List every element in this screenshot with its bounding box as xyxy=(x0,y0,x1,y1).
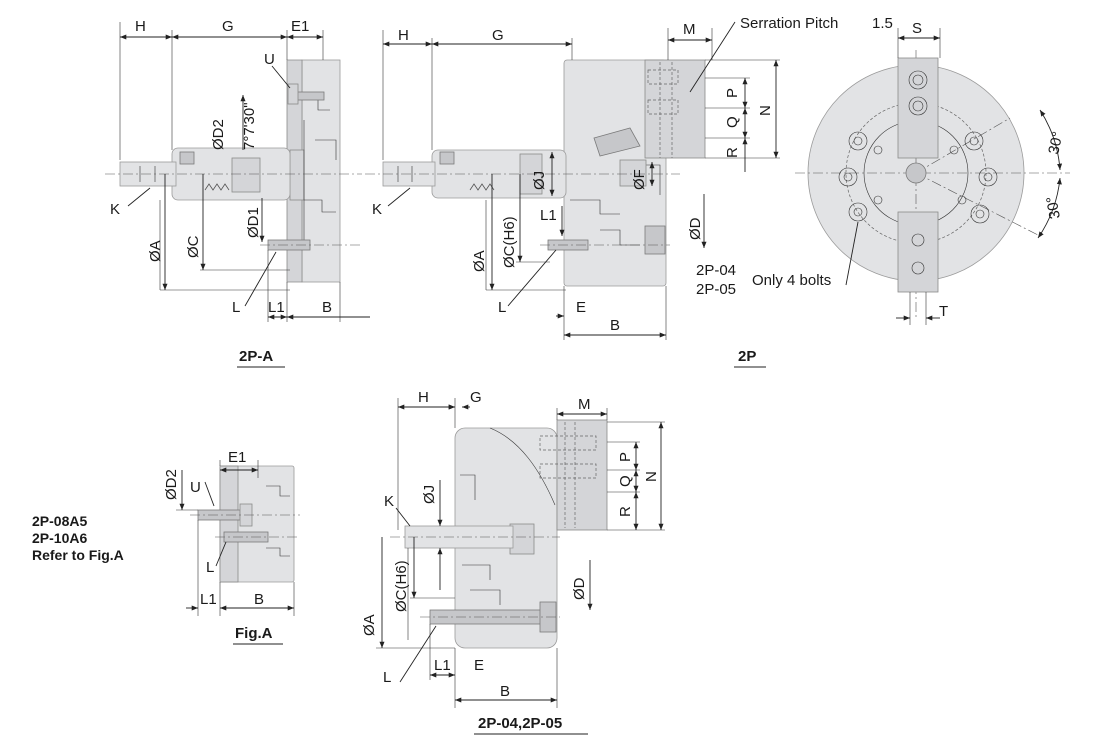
label-b: B xyxy=(500,683,510,700)
caption-2p-04-2p-05: 2P-04,2P-05 xyxy=(478,715,562,732)
label-q: Q xyxy=(724,116,741,128)
label-k: K xyxy=(110,201,120,218)
label-m: M xyxy=(578,396,591,413)
jaw xyxy=(556,419,608,531)
label-l1: L1 xyxy=(268,299,285,316)
label-model-1: 2P-04 xyxy=(696,262,736,279)
label-r: R xyxy=(724,147,741,158)
l-screw-head xyxy=(644,225,666,255)
label-e1: E1 xyxy=(291,18,309,35)
body-internal-lines xyxy=(266,485,290,557)
serration-holes xyxy=(539,422,597,528)
label-c: ØC xyxy=(185,235,202,258)
label-d1: ØD1 xyxy=(245,207,262,238)
label-n: N xyxy=(643,471,660,482)
label-angle-1: 30° xyxy=(1045,130,1066,156)
label-s: S xyxy=(912,20,922,37)
body-internal-lines xyxy=(303,94,337,240)
u-screw-head xyxy=(287,83,299,105)
model-note: 2P-08A5 2P-10A6 Refer to Fig.A xyxy=(32,513,124,563)
label-u: U xyxy=(264,51,275,68)
view-2p: H G M Serration Pitch 1.5 P Q R N ØJ ØF … xyxy=(365,15,893,368)
set-screw xyxy=(179,151,195,165)
label-e: E xyxy=(474,657,484,674)
label-e: E xyxy=(576,299,586,316)
label-d2: ØD2 xyxy=(210,119,227,150)
label-a: ØA xyxy=(147,240,164,262)
flange-hub xyxy=(289,149,305,201)
label-c: ØC(H6) xyxy=(501,216,518,268)
label-b: B xyxy=(610,317,620,334)
label-q: Q xyxy=(617,475,634,487)
note-line-1: 2P-08A5 xyxy=(32,513,87,529)
flange xyxy=(219,465,239,583)
label-m: M xyxy=(683,21,696,38)
label-h: H xyxy=(398,27,409,44)
spring xyxy=(204,183,230,191)
serration-holes xyxy=(647,62,679,158)
label-b: B xyxy=(254,591,264,608)
label-n: N xyxy=(757,105,774,116)
inner-block xyxy=(619,159,647,187)
label-pitch: 1.5 xyxy=(872,15,893,32)
label-d: ØD xyxy=(687,217,704,240)
wedge xyxy=(593,127,641,157)
caption-2p-a: 2P-A xyxy=(239,348,273,365)
view-2p-a: H G E1 U ØD2 7°7'30" K ØD1 ØA ØC L L1 B … xyxy=(105,18,370,368)
note-line-2: 2P-10A6 xyxy=(32,530,87,546)
label-k: K xyxy=(384,493,394,510)
label-l1: L1 xyxy=(200,591,217,608)
label-d2: ØD2 xyxy=(163,469,180,500)
caption-fig-a: Fig.A xyxy=(235,625,273,642)
spring xyxy=(469,183,495,191)
label-h: H xyxy=(418,389,429,406)
label-r: R xyxy=(617,506,634,517)
label-angle: 7°7'30" xyxy=(241,102,258,150)
label-g: G xyxy=(470,389,482,406)
label-a: ØA xyxy=(471,250,488,272)
label-k: K xyxy=(372,201,382,218)
bottom-jaw xyxy=(897,211,939,293)
view-fig-a: E1 ØD2 U L L1 B Fig.A xyxy=(163,449,300,645)
label-l1: L1 xyxy=(540,207,557,224)
label-l: L xyxy=(232,299,240,316)
label-p: P xyxy=(724,88,741,98)
view-front: S T 30° 30° 2P-04 2P-05 Only 4 bolts xyxy=(696,20,1070,325)
center-hole xyxy=(905,162,927,184)
label-d: ØD xyxy=(571,577,588,600)
label-t: T xyxy=(939,303,948,320)
label-j: ØJ xyxy=(421,485,438,504)
label-serration: Serration Pitch xyxy=(740,15,838,32)
note-line-3: Refer to Fig.A xyxy=(32,547,124,563)
label-j: ØJ xyxy=(531,171,548,190)
label-angle-2: 30° xyxy=(1043,195,1064,220)
bolt-holes xyxy=(838,131,998,224)
piston-block xyxy=(231,157,261,193)
top-jaw xyxy=(897,57,939,159)
label-l: L xyxy=(206,559,214,576)
label-a: ØA xyxy=(361,614,378,636)
label-g: G xyxy=(222,18,234,35)
label-b: B xyxy=(322,299,332,316)
view-2p-04-2p-05: H G M P Q N R K ØJ ØC(H6) ØD ØA L L1 E B… xyxy=(361,389,665,735)
label-l: L xyxy=(383,669,391,686)
piston-block xyxy=(509,523,535,555)
jaw xyxy=(644,59,706,159)
body-internal-lines xyxy=(460,474,501,605)
caption-2p: 2P xyxy=(738,348,756,365)
label-g: G xyxy=(492,27,504,44)
label-l1: L1 xyxy=(434,657,451,674)
label-c: ØC(H6) xyxy=(393,560,410,612)
label-f: ØF xyxy=(631,169,648,190)
label-u: U xyxy=(190,479,201,496)
label-model-2: 2P-05 xyxy=(696,281,736,298)
label-p: P xyxy=(617,452,634,462)
label-h: H xyxy=(135,18,146,35)
label-bolts: Only 4 bolts xyxy=(752,272,831,289)
label-e1: E1 xyxy=(228,449,246,466)
label-l: L xyxy=(498,299,506,316)
set-screw xyxy=(439,151,455,165)
